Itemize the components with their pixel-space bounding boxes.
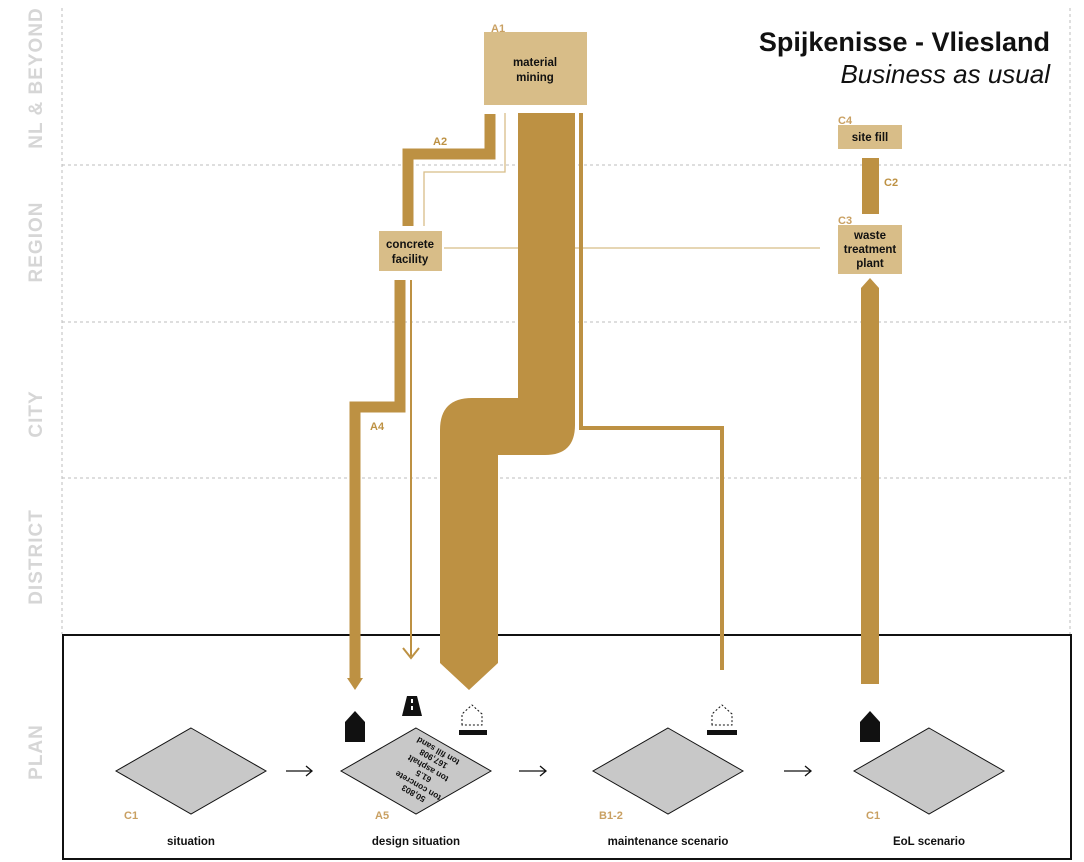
node-box-material-mining xyxy=(484,32,587,105)
material-flows xyxy=(347,113,879,690)
diagram-subtitle: Business as usual xyxy=(840,59,1051,89)
step-code: B1-2 xyxy=(599,810,623,822)
scale-label-district: DISTRICT xyxy=(26,509,47,605)
node-material-mining: A1 material mining xyxy=(484,23,587,105)
diamond-design-situation xyxy=(339,727,493,815)
step-code: A5 xyxy=(375,810,389,822)
node-concrete-facility: concrete facility xyxy=(379,231,442,271)
step-arrows xyxy=(286,765,813,777)
diamond-maintenance xyxy=(591,727,745,815)
scale-label-plan: PLAN xyxy=(26,724,47,780)
node-label-line: facility xyxy=(392,254,429,266)
flow-maintenance xyxy=(579,113,724,670)
plan-frame xyxy=(62,634,1072,860)
dashed-building-icon xyxy=(459,704,487,735)
node-label-line: concrete xyxy=(386,239,434,251)
step-label: EoL scenario xyxy=(893,836,965,848)
arrow-right-icon xyxy=(286,765,314,777)
flow-a4-arrowhead xyxy=(347,678,363,690)
step-code: C1 xyxy=(866,810,880,822)
node-label-line: material xyxy=(513,57,557,69)
node-code-c4: C4 xyxy=(838,115,853,127)
diamond-eol xyxy=(852,727,1006,815)
flow-main xyxy=(440,113,575,690)
step-label: design situation xyxy=(372,836,460,848)
flow-concrete-thin-arrowhead xyxy=(402,647,420,660)
node-box-site-fill xyxy=(838,125,902,149)
connector-mining-concrete xyxy=(423,113,506,226)
arrow-right-icon xyxy=(519,765,548,777)
step-code: C1 xyxy=(124,810,138,822)
road-icon xyxy=(402,696,422,716)
node-label-line: mining xyxy=(516,72,554,84)
dashed-building-icon xyxy=(707,704,737,735)
node-label-line: treatment xyxy=(844,244,897,256)
node-waste-treatment: C3 waste treatment plant xyxy=(838,215,902,274)
flow-code-a2: A2 xyxy=(433,136,447,148)
step-label: maintenance scenario xyxy=(608,836,729,848)
scale-labels: NL & BEYOND REGION CITY DISTRICT PLAN xyxy=(26,7,47,780)
node-code-c3: C3 xyxy=(838,215,852,227)
diamond-situation xyxy=(114,727,268,815)
flow-a2 xyxy=(402,114,496,226)
node-box-concrete-facility xyxy=(379,231,442,271)
plan-diamonds xyxy=(114,727,1006,815)
scale-label-city: CITY xyxy=(26,390,47,437)
step-label: situation xyxy=(167,836,215,848)
flow-c2 xyxy=(862,158,879,214)
node-label-line: waste xyxy=(853,230,886,242)
flow-code-c2: C2 xyxy=(884,177,898,189)
node-label-line: site fill xyxy=(852,132,888,144)
node-site-fill: C4 site fill xyxy=(838,115,902,149)
flow-a4 xyxy=(349,280,406,680)
flow-eol xyxy=(861,278,879,684)
diagram-title: Spijkenisse - Vliesland xyxy=(759,27,1050,57)
flow-code-a4: A4 xyxy=(370,421,385,433)
building-icon xyxy=(345,711,365,742)
scale-label-nl: NL & BEYOND xyxy=(26,7,47,149)
thin-connectors xyxy=(423,113,820,249)
node-box-waste-treatment xyxy=(838,225,902,274)
node-label-line: plant xyxy=(856,258,884,270)
building-icon xyxy=(860,711,880,742)
plan-steps: C1 situation A5 design situation B1-2 ma… xyxy=(124,810,965,848)
scale-label-region: REGION xyxy=(26,202,47,283)
arrow-right-icon xyxy=(784,765,813,777)
